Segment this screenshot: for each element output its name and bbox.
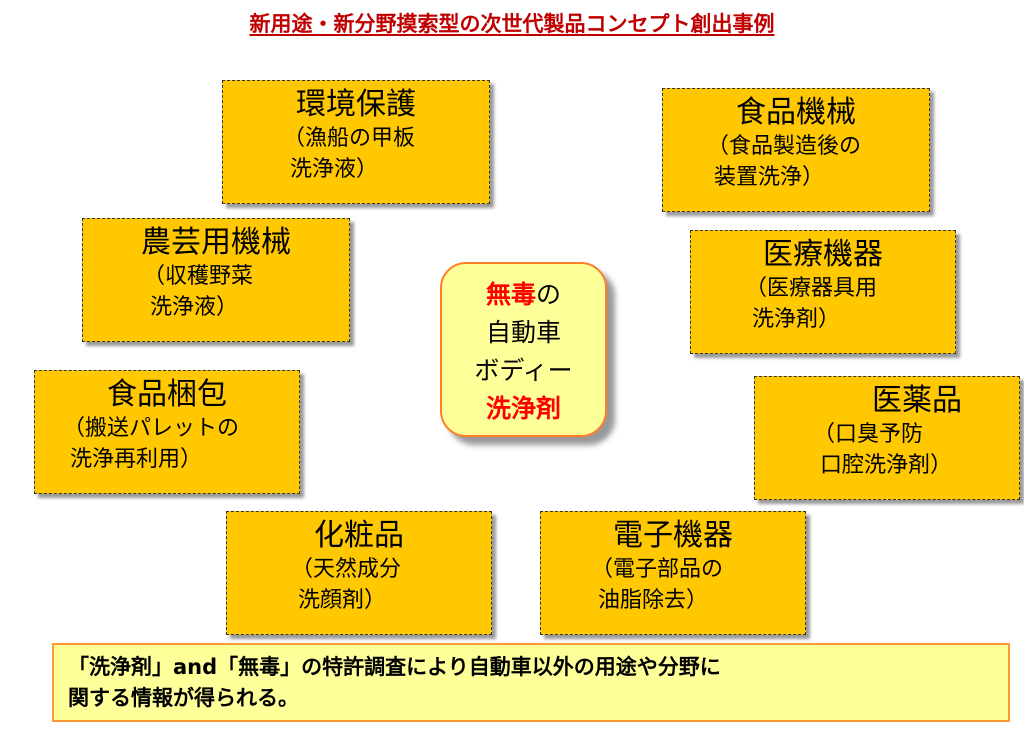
field-detail: （収穫野菜	[143, 264, 254, 289]
field-box-food-packaging: 食品梱包 （搬送パレットの 洗浄再利用）	[34, 370, 300, 494]
field-detail: 洗浄剤）	[745, 307, 840, 332]
center-nontoxic: 無毒	[485, 280, 536, 309]
center-car: 自動車	[485, 318, 561, 347]
field-heading: 化粧品	[314, 518, 404, 553]
field-box-medical-devices: 医療機器 （医療器具用 洗浄剤）	[690, 230, 956, 354]
field-detail: 洗顔剤）	[291, 588, 386, 613]
field-box-electronics: 電子機器 （電子部品の 油脂除去）	[540, 511, 806, 635]
field-detail: （口臭予防	[813, 422, 924, 447]
field-heading: 医療機器	[763, 237, 883, 272]
page-title: 新用途・新分野摸索型の次世代製品コンセプト創出事例	[0, 8, 1024, 38]
field-detail: 装置洗浄）	[707, 165, 824, 190]
center-detergent: 洗浄剤	[485, 394, 561, 423]
field-box-cosmetics: 化粧品 （天然成分 洗顔剤）	[226, 511, 492, 635]
center-body: ボディー	[474, 356, 573, 385]
field-heading: 農芸用機械	[141, 225, 291, 260]
field-detail: 口腔洗浄剤）	[813, 453, 952, 478]
center-product-box: 無毒の 自動車 ボディー 洗浄剤	[440, 262, 607, 437]
field-heading: 食品機械	[736, 95, 856, 130]
field-detail: （漁船の甲板	[283, 126, 416, 151]
field-box-pharmaceuticals: 医薬品 （口臭予防 口腔洗浄剤）	[754, 376, 1020, 500]
title-text: 新用途・新分野摸索型の次世代製品コンセプト創出事例	[249, 12, 775, 36]
note-line: 「洗浄剤」and「無毒」の特許調査により自動車以外の用途や分野に	[68, 655, 721, 679]
center-no: の	[536, 280, 562, 309]
field-detail: 洗浄再利用）	[63, 447, 202, 472]
field-detail: 洗浄液）	[283, 157, 378, 182]
field-detail: 油脂除去）	[591, 588, 708, 613]
field-heading: 医薬品	[872, 383, 962, 418]
field-heading: 食品梱包	[107, 377, 227, 412]
field-detail: （搬送パレットの	[63, 416, 240, 441]
field-box-environment: 環境保護 （漁船の甲板 洗浄液）	[222, 80, 490, 204]
field-detail: 洗浄液）	[143, 295, 238, 320]
field-detail: （天然成分	[291, 557, 402, 582]
note-line: 関する情報が得られる。	[68, 686, 299, 710]
field-heading: 電子機器	[613, 518, 733, 553]
conclusion-note: 「洗浄剤」and「無毒」の特許調査により自動車以外の用途や分野に 関する情報が得…	[52, 643, 1010, 722]
field-detail: （食品製造後の	[707, 134, 862, 159]
field-box-agri-machinery: 農芸用機械 （収穫野菜 洗浄液）	[82, 218, 350, 342]
field-detail: （電子部品の	[591, 557, 724, 582]
field-heading: 環境保護	[296, 87, 416, 122]
field-box-food-machinery: 食品機械 （食品製造後の 装置洗浄）	[662, 88, 930, 212]
field-detail: （医療器具用	[745, 276, 878, 301]
